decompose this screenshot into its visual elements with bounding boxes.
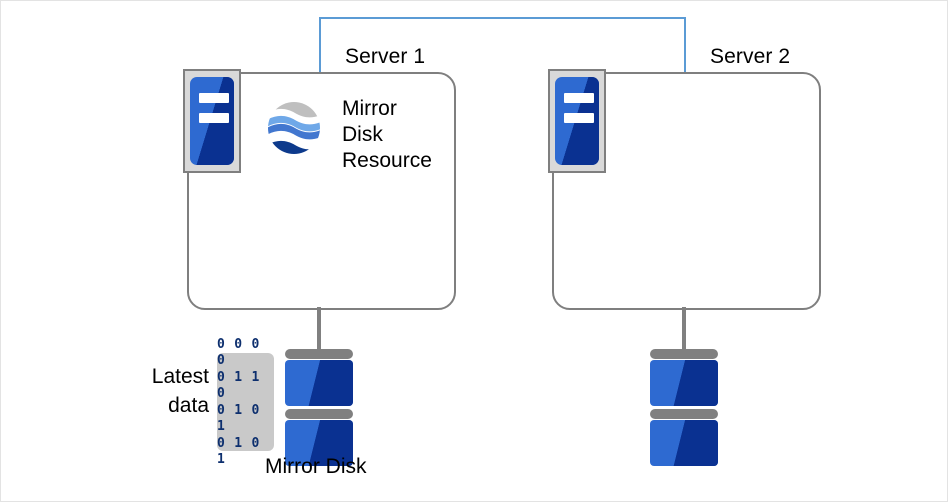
binary-row: 0 0 0 0 <box>217 336 261 368</box>
latest-data-label: Latest data <box>151 365 209 417</box>
disk-cable-server-2 <box>682 307 686 352</box>
binary-row: 0 1 0 1 <box>217 435 261 467</box>
mirror-disk-resource-icon <box>267 101 321 155</box>
server-icon-bar-bottom <box>199 113 229 123</box>
server-icon-body <box>555 77 599 165</box>
server-box-server-2 <box>552 72 821 310</box>
disk-platter-top <box>285 349 353 359</box>
binary-row: 0 1 1 0 <box>217 369 261 401</box>
latest-data-badge: 0 0 0 0 0 1 1 0 0 1 0 1 0 1 0 1 <box>217 337 274 467</box>
disk-shade <box>285 420 353 466</box>
disk-shade <box>650 360 718 406</box>
server-label-server-2: Server 2 <box>710 45 791 68</box>
network-link-drop-server-2 <box>684 17 686 73</box>
disk-body-bottom <box>650 420 718 466</box>
disk-shade <box>650 420 718 466</box>
server-icon-bar-top <box>199 93 229 103</box>
server-icon-body <box>190 77 234 165</box>
mirror-disk-icon-server-1 <box>285 349 353 466</box>
network-link-drop-server-1 <box>319 17 321 73</box>
mirror-disk-caption: Mirror Disk <box>265 455 367 478</box>
mirror-disk-icon-server-2 <box>650 349 718 466</box>
binary-row: 0 1 0 1 <box>217 402 261 434</box>
disk-platter-bottom <box>285 409 353 419</box>
server-icon-bar-top <box>564 93 594 103</box>
disk-body-top <box>650 360 718 406</box>
server-icon-server-1 <box>183 69 241 173</box>
server-label-server-1: Server 1 <box>345 45 426 68</box>
disk-platter-top <box>650 349 718 359</box>
disk-shade <box>285 360 353 406</box>
server-icon-bar-bottom <box>564 113 594 123</box>
network-link-horizontal <box>319 17 686 19</box>
disk-body-bottom <box>285 420 353 466</box>
server-icon-server-2 <box>548 69 606 173</box>
disk-platter-bottom <box>650 409 718 419</box>
mirror-disk-resource-label: Mirror Disk Resource <box>342 97 432 172</box>
disk-body-top <box>285 360 353 406</box>
disk-cable-server-1 <box>317 307 321 352</box>
